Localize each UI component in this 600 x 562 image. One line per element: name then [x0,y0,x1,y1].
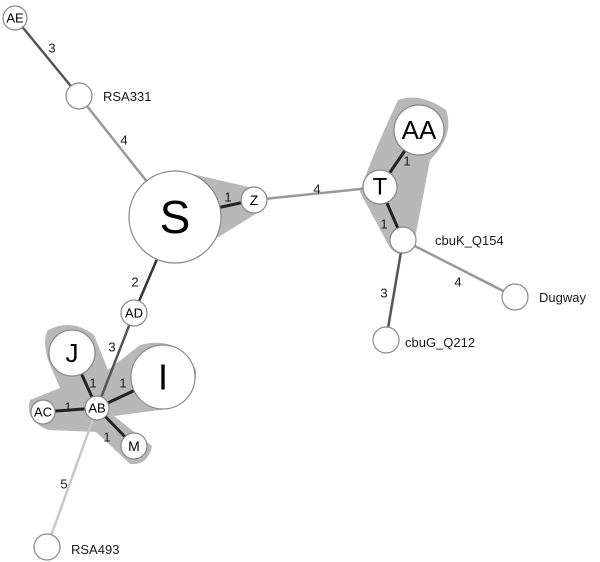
node-label-T: T [373,174,388,201]
node-circle-J [48,329,96,377]
node-label-AA: AA [402,115,437,145]
node-name-Dugway: Dugway [539,290,586,305]
node-Q212: cbuG_Q212 [372,326,475,354]
node-S: S [128,170,222,264]
node-AE: AE [2,5,28,31]
edge-weight-Q154-Dugway: 4 [454,275,461,290]
edge-weights: 3 4 1 4 1 1 4 3 2 3 1 1 1 1 5 [48,41,461,492]
node-label-M: M [128,438,140,454]
node-label-AE: AE [6,11,24,26]
node-I: I [130,344,196,410]
edge-weight-T-Q154: 1 [380,217,387,232]
node-circle-T [362,169,398,205]
node-Z: Z [240,186,268,214]
node-circle-RSA331 [65,82,93,110]
node-label-J: J [66,338,79,368]
edge-AB-RSA493 [45,407,99,548]
node-label-AC: AC [34,405,52,420]
edge-weight-AB-M: 1 [103,430,110,445]
edge-weight-AE-RSA331: 3 [48,41,55,56]
node-RSA493: RSA493 [33,533,119,561]
edge-weight-RSA331-S: 4 [120,133,127,148]
node-name-RSA493: RSA493 [71,542,119,557]
edge-weight-Q154-Q212: 3 [380,286,387,301]
node-J: J [48,329,96,377]
node-M: M [120,432,148,460]
edge-weight-S-AD: 2 [131,275,138,290]
node-Q154: cbuK_Q154 [389,226,504,254]
node-circle-AE [2,5,28,31]
node-name-Q212: cbuG_Q212 [405,335,475,350]
edge-Z-T [253,185,381,202]
node-label-AD: AD [125,306,143,321]
node-label-Z: Z [250,192,259,208]
edge-weight-T-AA: 1 [403,154,410,169]
edge-weight-Z-T: 4 [313,182,320,197]
node-circle-Q212 [372,326,400,354]
node-AA: AA [393,104,445,156]
edge-AE-RSA331 [14,17,80,97]
node-circle-Z [240,186,268,214]
node-label-AB: AB [88,401,105,416]
edges [14,17,516,548]
node-AC: AC [30,399,56,425]
node-circle-I [130,344,196,410]
node-label-S: S [160,191,191,243]
node-AB: AB [84,395,110,421]
node-Dugway: Dugway [501,283,586,311]
node-circle-Q154 [389,226,417,254]
edge-weight-S-Z: 1 [224,190,231,205]
node-circle-AC [30,399,56,425]
edge-weight-AD-AB: 3 [108,340,115,355]
node-RSA331: RSA331 [65,82,151,110]
edge-weight-AB-RSA493: 5 [60,477,67,492]
node-name-RSA331: RSA331 [103,89,151,104]
node-circle-Dugway [501,283,529,311]
edge-weight-AB-AC: 1 [64,400,71,415]
edge-Q154-Dugway [402,238,516,299]
node-circle-S [128,170,222,264]
edge-AD-AB [95,312,136,409]
edge-Q154-Q212 [384,239,405,341]
node-circle-AB [84,395,110,421]
node-circle-AD [120,299,148,327]
node-T: T [362,169,398,205]
node-circle-AA [393,104,445,156]
node-AD: AD [120,299,148,327]
edge-weight-AB-J: 1 [89,376,96,391]
node-label-I: I [158,357,168,398]
node-circle-M [120,432,148,460]
edge-weight-AB-I: 1 [119,376,126,391]
node-circle-RSA493 [33,533,61,561]
node-name-Q154: cbuK_Q154 [435,233,504,248]
